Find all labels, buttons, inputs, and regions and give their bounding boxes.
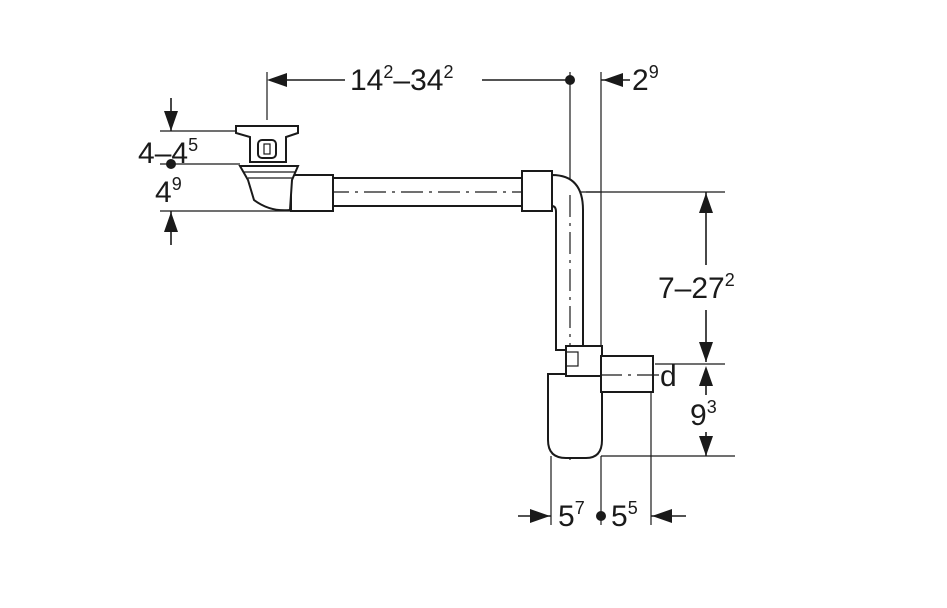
reference-dot-icon [565, 75, 575, 85]
arrow-up-icon [164, 212, 178, 232]
arrow-left-icon [603, 73, 623, 87]
arrow-down-icon [699, 436, 713, 456]
dim-outlet-label: d [660, 360, 677, 393]
dim-left-upper: 4–45 [138, 135, 198, 170]
dim-bottom-right: 55 [611, 498, 638, 533]
reference-dot-icon [166, 159, 176, 169]
dim-left-lower: 49 [155, 174, 182, 209]
siphon-body [235, 125, 660, 460]
reference-dot-icon [596, 511, 606, 521]
extension-lines [160, 72, 735, 525]
arrow-up-icon [699, 193, 713, 213]
arrow-down-icon [699, 342, 713, 362]
dim-right-lower: 93 [690, 397, 717, 432]
dimension-lines [164, 73, 713, 523]
dim-bottom-left: 57 [558, 498, 585, 533]
arrow-right-icon [530, 509, 550, 523]
dim-right-height: 7–272 [658, 270, 735, 305]
arrow-left-icon [652, 509, 672, 523]
arrow-left-icon [267, 73, 287, 87]
dim-top-length: 142–342 [350, 62, 453, 97]
dim-top-offset: 29 [632, 62, 659, 97]
arrow-down-icon [164, 111, 178, 131]
arrow-up-icon [699, 366, 713, 386]
